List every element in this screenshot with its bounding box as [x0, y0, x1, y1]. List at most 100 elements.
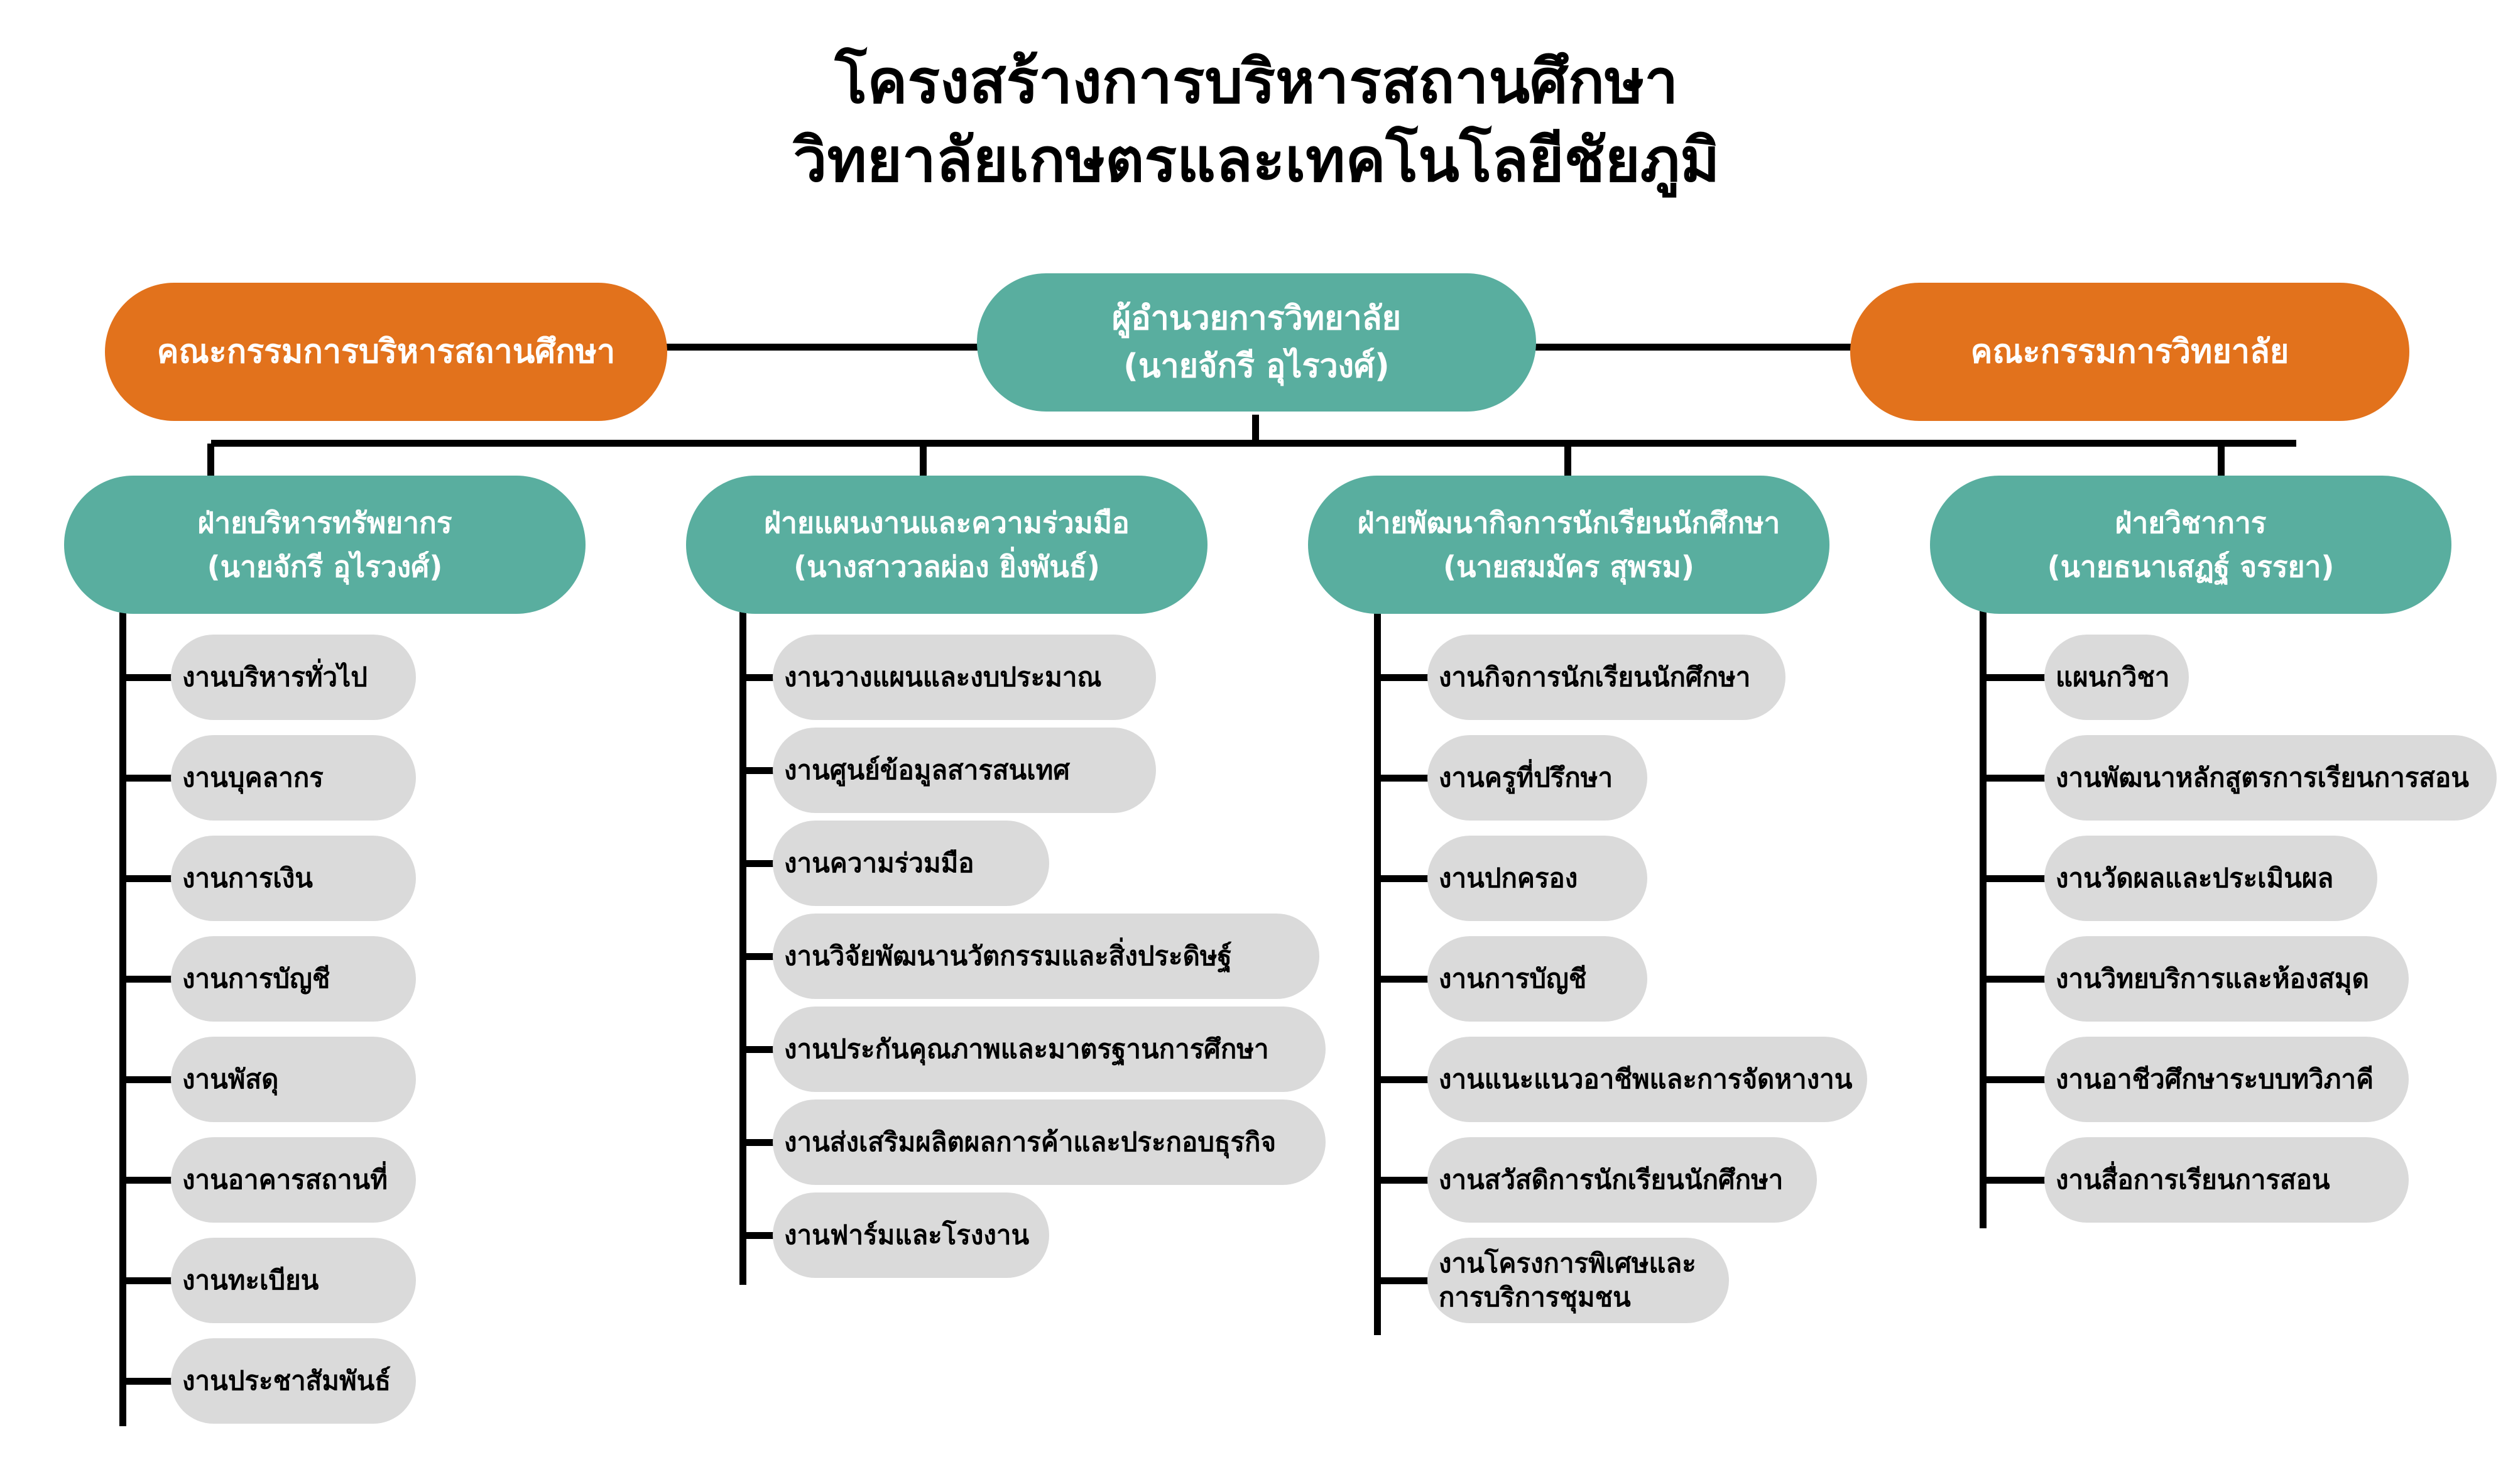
item-connector	[1980, 976, 2047, 983]
item-connector	[1374, 775, 1430, 782]
division-box: ฝ่ายพัฒนากิจการนักเรียนนักศึกษา (นายสมมัค…	[1308, 476, 1829, 614]
chart-title-line-1: โครงสร้างการบริหารสถานศึกษา	[834, 46, 1679, 117]
item-connector	[739, 1232, 775, 1239]
work-unit-item: งานอาคารสถานที่	[171, 1137, 416, 1223]
work-unit-label: งานอาชีวศึกษาระบบทวิภาคี	[2056, 1064, 2374, 1094]
item-connector	[739, 953, 775, 960]
work-unit-item: งานวางแผนและงบประมาณ	[773, 635, 1156, 720]
work-unit-item: งานปกครอง	[1427, 836, 1647, 921]
division-connector	[1564, 444, 1571, 477]
work-unit-label: การบริการชุมชน	[1439, 1282, 1631, 1312]
division-title: ฝ่ายบริหารทรัพยากร	[197, 506, 452, 540]
work-unit-item: งานศูนย์ข้อมูลสารสนเทศ	[773, 728, 1156, 813]
left-committee-connector	[666, 344, 983, 351]
work-unit-label: งานส่งเสริมผลิตผลการค้าและประกอบธุรกิจ	[784, 1127, 1277, 1157]
division-head: (นายสมมัคร สุพรม)	[1443, 550, 1694, 584]
work-unit-item: งานบริหารทั่วไป	[171, 635, 416, 720]
work-unit-label: งานพัสดุ	[182, 1064, 279, 1094]
item-connector	[119, 976, 173, 983]
division-head: (นายจักรี อุไรวงศ์)	[207, 550, 443, 584]
work-unit-label: งานการบัญชี	[1439, 963, 1587, 994]
work-unit-item: งานทะเบียน	[171, 1238, 416, 1323]
work-unit-item: งานประกันคุณภาพและมาตรฐานการศึกษา	[773, 1007, 1326, 1092]
work-unit-item: งานบุคลากร	[171, 735, 416, 821]
work-unit-label: แผนกวิชา	[2056, 662, 2170, 692]
work-unit-item: งานอาชีวศึกษาระบบทวิภาคี	[2044, 1037, 2409, 1122]
work-unit-item: งานโครงการพิเศษและการบริการชุมชน	[1427, 1238, 1729, 1323]
item-connector	[1980, 1177, 2047, 1184]
division-connector	[920, 444, 927, 477]
item-connector	[119, 674, 173, 681]
left-committee-label: คณะกรรมการบริหารสถานศึกษา	[156, 333, 616, 371]
work-unit-label: งานวางแผนและงบประมาณ	[784, 662, 1102, 692]
left-committee-box: คณะกรรมการบริหารสถานศึกษา	[105, 283, 667, 421]
work-unit-label: งานโครงการพิเศษและ	[1439, 1248, 1696, 1279]
work-unit-item: งานสวัสดิการนักเรียนนักศึกษา	[1427, 1137, 1817, 1223]
work-unit-item: งานการเงิน	[171, 836, 416, 921]
division-connector	[207, 444, 214, 477]
item-connector	[739, 767, 775, 774]
work-unit-item: งานฟาร์มและโรงงาน	[773, 1192, 1049, 1278]
work-unit-label: งานสวัสดิการนักเรียนนักศึกษา	[1439, 1164, 1784, 1195]
division-box: ฝ่ายวิชาการ (นายธนาเสฏฐ์ จรรยา)	[1930, 476, 2451, 614]
item-connector	[739, 860, 775, 867]
work-unit-label: งานบริหารทั่วไป	[182, 662, 368, 692]
item-connector	[1374, 875, 1430, 882]
work-unit-label: งานความร่วมมือ	[784, 848, 974, 878]
work-unit-item: งานความร่วมมือ	[773, 821, 1049, 906]
work-unit-item: งานกิจการนักเรียนนักศึกษา	[1427, 635, 1785, 720]
director-name: (นายจักรี อุไรวงศ์)	[1123, 347, 1390, 385]
work-unit-label: งานพัฒนาหลักสูตรการเรียนการสอน	[2056, 762, 2469, 793]
work-unit-item: แผนกวิชา	[2044, 635, 2189, 720]
division-title: ฝ่ายพัฒนากิจการนักเรียนนักศึกษา	[1357, 506, 1780, 540]
work-unit-label: งานอาคารสถานที่	[182, 1164, 388, 1195]
chart-title-line-2: วิทยาลัยเกษตรและเทคโนโลยีชัยภูมิ	[793, 125, 1720, 195]
item-connector	[119, 1378, 173, 1385]
right-committee-connector	[1533, 344, 1863, 351]
work-unit-label: งานสื่อการเรียนการสอน	[2056, 1164, 2330, 1195]
division-item-trunk	[119, 608, 126, 1426]
work-unit-item: งานประชาสัมพันธ์	[171, 1338, 416, 1424]
division-head: (นายธนาเสฏฐ์ จรรยา)	[2047, 550, 2335, 584]
division-box: ฝ่ายบริหารทรัพยากร (นายจักรี อุไรวงศ์)	[64, 476, 586, 614]
work-unit-label: งานวัดผลและประเมินผล	[2056, 863, 2334, 893]
item-connector	[119, 1277, 173, 1284]
director-box: ผู้อำนวยการวิทยาลัย (นายจักรี อุไรวงศ์)	[977, 273, 1536, 412]
division-head: (นางสาววลผ่อง ยิ่งพันธ์)	[793, 550, 1100, 584]
item-connector	[1980, 775, 2047, 782]
work-unit-label: งานครูที่ปรึกษา	[1439, 762, 1613, 793]
work-unit-item: งานส่งเสริมผลิตผลการค้าและประกอบธุรกิจ	[773, 1099, 1326, 1185]
work-unit-label: งานฟาร์มและโรงงาน	[784, 1219, 1030, 1250]
item-connector	[119, 1076, 173, 1083]
work-unit-label: งานบุคลากร	[182, 762, 324, 793]
director-connector	[1252, 415, 1259, 444]
division-item-trunk	[1374, 608, 1381, 1335]
work-unit-label: งานวิจัยพัฒนานวัตกรรมและสิ่งประดิษฐ์	[784, 941, 1232, 971]
item-connector	[1980, 875, 2047, 882]
work-unit-label: งานการเงิน	[182, 863, 313, 893]
work-unit-label: งานการบัญชี	[182, 963, 330, 994]
item-connector	[1374, 1076, 1430, 1083]
item-connector	[739, 674, 775, 681]
work-unit-item: งานวิจัยพัฒนานวัตกรรมและสิ่งประดิษฐ์	[773, 914, 1319, 999]
work-unit-label: งานวิทยบริการและห้องสมุด	[2056, 963, 2369, 994]
work-unit-item: งานแนะแนวอาชีพและการจัดหางาน	[1427, 1037, 1867, 1122]
work-unit-item: งานวิทยบริการและห้องสมุด	[2044, 936, 2409, 1022]
division-item-trunk	[1980, 608, 1987, 1228]
work-unit-label: งานศูนย์ข้อมูลสารสนเทศ	[784, 755, 1070, 785]
item-connector	[119, 1177, 173, 1184]
division-title: ฝ่ายวิชาการ	[2115, 506, 2267, 540]
item-connector	[1980, 1076, 2047, 1083]
director-title: ผู้อำนวยการวิทยาลัย	[1111, 300, 1402, 337]
work-unit-label: งานแนะแนวอาชีพและการจัดหางาน	[1439, 1064, 1853, 1094]
item-connector	[1374, 674, 1430, 681]
work-unit-label: งานกิจการนักเรียนนักศึกษา	[1439, 662, 1751, 692]
work-unit-label: งานประชาสัมพันธ์	[182, 1365, 391, 1396]
division-bus	[211, 440, 2296, 447]
right-committee-box: คณะกรรมการวิทยาลัย	[1850, 283, 2409, 421]
right-committee-label: คณะกรรมการวิทยาลัย	[1970, 333, 2289, 371]
work-unit-item: งานการบัญชี	[1427, 936, 1647, 1022]
item-connector	[1374, 1177, 1430, 1184]
work-unit-label: งานประกันคุณภาพและมาตรฐานการศึกษา	[784, 1034, 1269, 1064]
item-connector	[1374, 1277, 1430, 1284]
